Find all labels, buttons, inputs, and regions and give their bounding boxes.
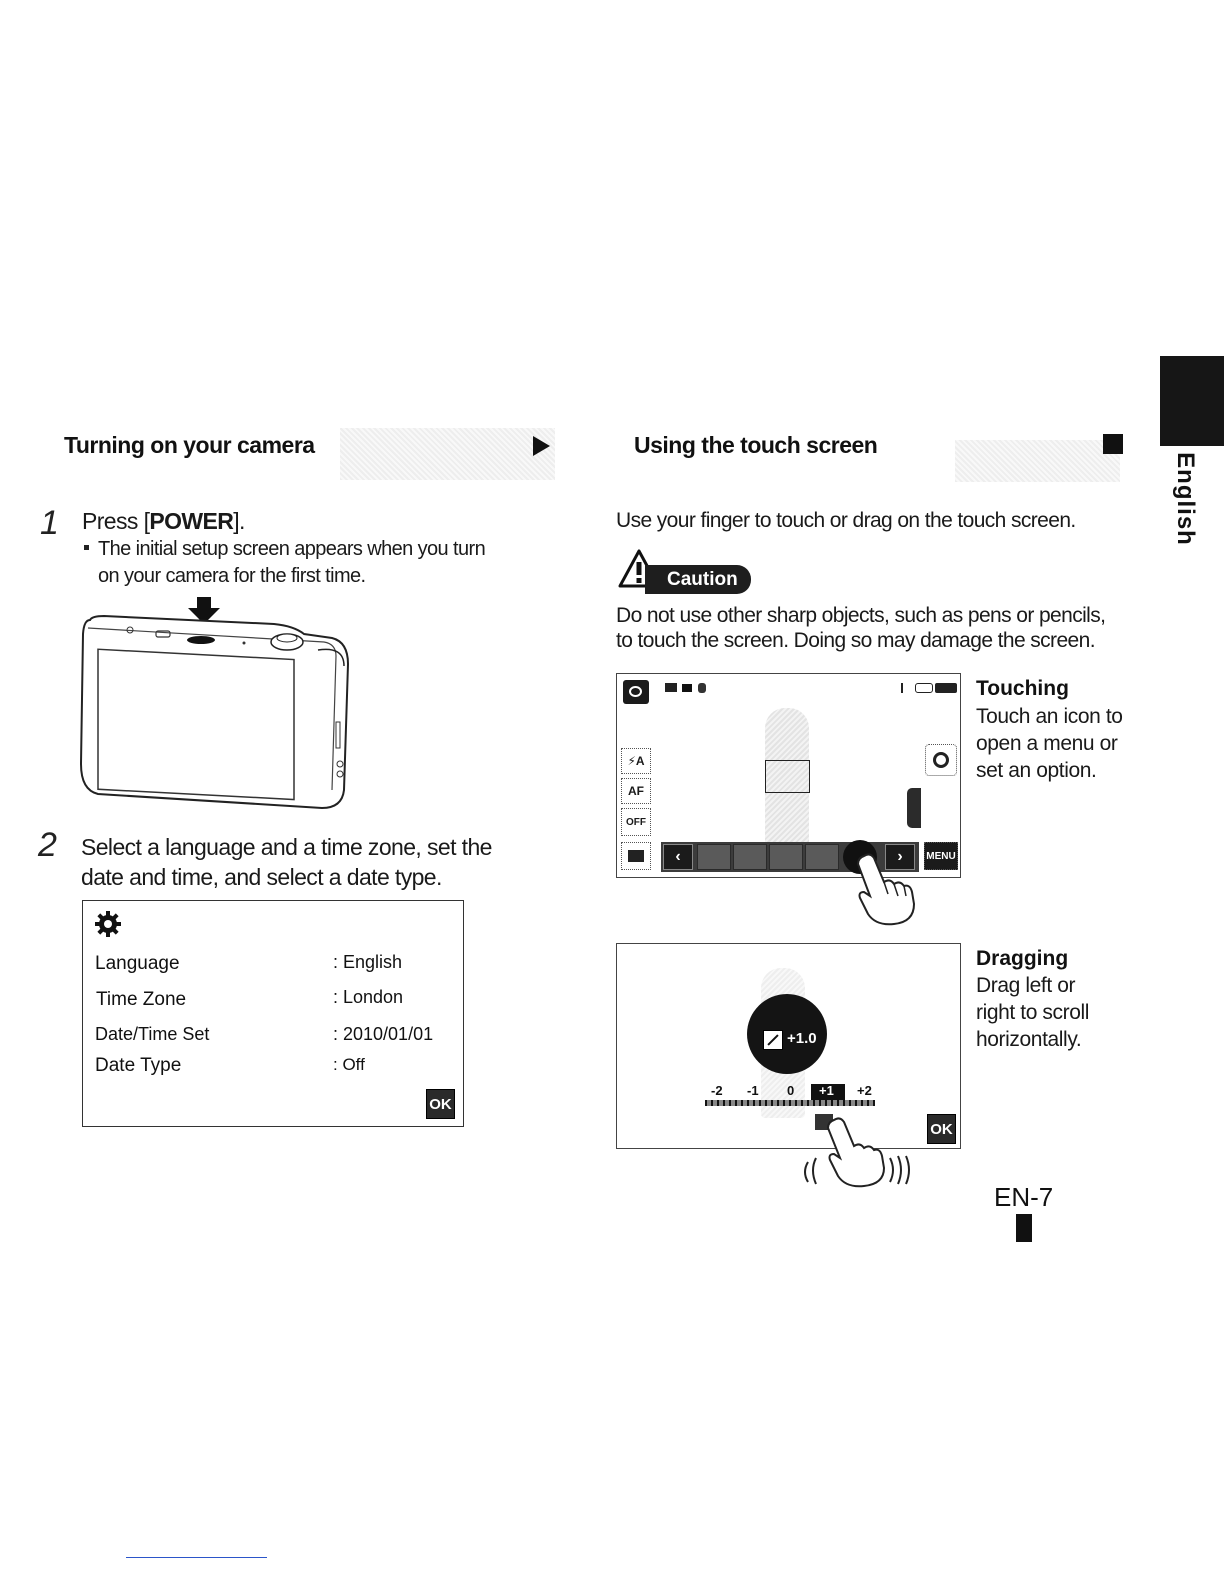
expand-tab-icon[interactable]: [907, 788, 921, 828]
language-tab-label: English: [1172, 452, 1200, 546]
setup-value-datetime-set: : 2010/01/01: [333, 1024, 434, 1044]
ev-scale-highlight: [811, 1084, 845, 1100]
setup-row-time-zone[interactable]: Time Zone : London: [96, 987, 456, 1011]
battery-icon: [935, 683, 957, 693]
settings-gear-icon: [95, 911, 121, 937]
step-1-number: 1: [40, 504, 59, 542]
touch-intro-text: Use your finger to touch or drag on the …: [616, 509, 1076, 532]
language-tab-block: [1160, 356, 1224, 446]
power-button-label: POWER: [149, 508, 234, 534]
setup-value-time-zone: : London: [333, 987, 404, 1007]
touching-line-2: open a menu or: [976, 732, 1118, 755]
right-header-shade: [955, 440, 1120, 482]
dragging-title: Dragging: [976, 947, 1069, 970]
step-1-suffix: ].: [233, 508, 245, 534]
touching-line-3: set an option.: [976, 759, 1097, 782]
ev-scale-label-selected: +1: [819, 1083, 834, 1098]
footer-rule: [126, 1557, 267, 1558]
setup-row-date-type[interactable]: Date Type : Off: [95, 1055, 455, 1077]
page-marker: [1016, 1214, 1032, 1242]
caution-line-1: Do not use other sharp objects, such as …: [616, 604, 1106, 627]
language-tab: English: [1145, 449, 1224, 549]
timer-off-icon[interactable]: OFF: [621, 808, 651, 836]
flash-icon[interactable]: ⚡A: [621, 748, 651, 774]
film-mode-icon[interactable]: [621, 842, 651, 870]
dragging-screen-mock: +1.0 -2 -1 0 +1 +2 OK: [616, 943, 961, 1149]
page-number: EN-7: [994, 1182, 1054, 1212]
autofocus-icon[interactable]: AF: [621, 778, 651, 804]
step-1-prefix: Press [: [82, 508, 150, 534]
focus-frame: [765, 760, 810, 793]
setup-label-date-type: Date Type: [95, 1055, 182, 1076]
setup-label-language: Language: [95, 953, 180, 974]
caution-text: Do not use other sharp objects, such as …: [616, 603, 1106, 653]
setup-ok-button[interactable]: OK: [426, 1089, 455, 1119]
touching-line-1: Touch an icon to: [976, 705, 1123, 728]
exposure-icon: [763, 1030, 783, 1050]
caution-badge: Caution: [645, 565, 751, 594]
menu-button[interactable]: MENU: [924, 842, 958, 870]
caution-line-2: to touch the screen. Doing so may damage…: [616, 629, 1096, 652]
ev-scale-label: 0: [787, 1083, 795, 1098]
ev-value: +1.0: [787, 1030, 817, 1047]
setup-label-datetime-set: Date/Time Set: [95, 1024, 210, 1044]
setup-value-language: : English: [333, 952, 403, 972]
ev-scale-bar[interactable]: [705, 1100, 875, 1106]
setup-row-language[interactable]: Language : English: [95, 952, 455, 975]
ev-scale-label: -1: [747, 1083, 759, 1098]
bullet-square-icon: [84, 545, 89, 551]
initial-setup-screen: Language : English Time Zone : London Da…: [82, 900, 464, 1127]
dragging-line-2: right to scroll: [976, 1001, 1090, 1024]
status-icons-right: [901, 683, 957, 695]
filmstrip-thumb[interactable]: [697, 844, 731, 870]
step-1-text: Press [POWER].: [82, 508, 245, 535]
setup-value-date-type: : Off: [333, 1055, 365, 1074]
bullet-line-1: The initial setup screen appears when yo…: [98, 538, 486, 560]
camera-illustration: [79, 597, 350, 810]
section-title-touch-screen: Using the touch screen: [634, 432, 878, 458]
step-2-line-2: date and time, and select a date type.: [81, 864, 442, 890]
next-arrow-icon: [533, 436, 550, 456]
setup-row-datetime-set[interactable]: Date/Time Set : 2010/01/01: [95, 1024, 455, 1045]
step-2-number: 2: [38, 826, 57, 864]
step-2-text: Select a language and a time zone, set t…: [81, 832, 492, 892]
touching-screen-mock: ⚡A AF OFF MENU ‹ ›: [616, 673, 961, 878]
bullet-line-2: on your camera for the first time.: [98, 565, 366, 587]
subject-figure: [765, 708, 809, 848]
touching-title: Touching: [976, 677, 1069, 700]
ev-scale-label: -2: [711, 1083, 723, 1098]
scroll-right-arrow[interactable]: ›: [885, 844, 915, 870]
filmstrip-thumb[interactable]: [733, 844, 767, 870]
drag-hand-icon: [804, 1117, 910, 1188]
section-end-square-icon: [1103, 434, 1123, 454]
setup-label-time-zone: Time Zone: [96, 989, 187, 1010]
status-icons-left: [665, 683, 715, 693]
left-header-shade: [340, 428, 555, 480]
touch-hand-icon: [856, 853, 916, 926]
step-1-bullet: The initial setup screen appears when yo…: [80, 536, 486, 590]
settings-icon[interactable]: [925, 744, 957, 776]
camera-mode-icon[interactable]: [623, 680, 649, 704]
drag-ok-button[interactable]: OK: [927, 1114, 956, 1144]
dragging-line-1: Drag left or: [976, 974, 1076, 997]
dragging-line-3: horizontally.: [976, 1028, 1082, 1051]
ev-scale-label: +2: [857, 1083, 872, 1098]
caution-label: Caution: [667, 568, 738, 590]
touching-description: Touch an icon to open a menu or set an o…: [976, 703, 1123, 784]
scroll-left-arrow[interactable]: ‹: [663, 844, 693, 870]
press-arrow-icon: [188, 597, 220, 624]
filmstrip-thumb[interactable]: [769, 844, 803, 870]
step-2-line-1: Select a language and a time zone, set t…: [81, 834, 492, 860]
ev-dial[interactable]: [747, 994, 827, 1074]
filmstrip-thumb[interactable]: [805, 844, 839, 870]
dragging-description: Drag left or right to scroll horizontall…: [976, 972, 1089, 1053]
section-title-turning-on: Turning on your camera: [64, 432, 315, 458]
